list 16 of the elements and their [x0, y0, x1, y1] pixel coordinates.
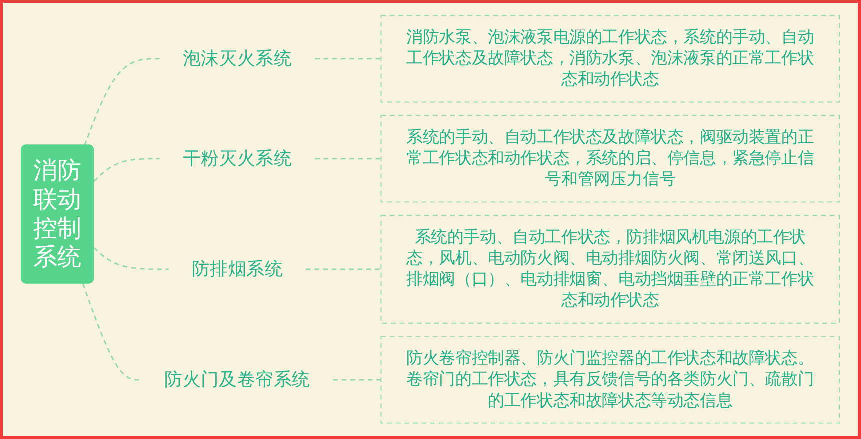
node-text: 干粉灭火系统	[182, 148, 292, 170]
connector	[94, 158, 160, 182]
connector	[306, 268, 382, 270]
node-box: 系统的手动、自动工作状态及故障状态，阀驱动装置的正常工作状态和动作状态，系统的启、停信息，紧急停止信号和管网压力信号	[380, 115, 840, 203]
node-box: 消防水泵、泡沫液泵电源的工作状态，系统的手动、自动工作状态及故障状态，消防水泵、泡沫液泵的正常工作状态和动作状态	[380, 15, 840, 103]
node-box: 防火卷帘控制器、防火门监控器的工作状态和故障状态。卷帘门的工作状态，具有反馈信号的各类防火门、疏散门的工作状态和故障状态等动态信息	[380, 336, 840, 424]
connector	[315, 158, 382, 160]
node-text: 泡沫灭火系统	[182, 48, 292, 70]
node-box: 系统的手动、自动工作状态，防排烟风机电源的工作状态，风机、电动防火阀、电动排烟防火阀、常闭送风口、排烟阀（口）、电动排烟窗、电动挡烟垂壁的正常工作状态和动作状态	[380, 215, 840, 324]
node-text: 防火门及卷帘系统	[164, 369, 310, 390]
connector	[333, 379, 382, 381]
connector	[84, 58, 160, 146]
connector	[315, 58, 382, 60]
connector	[82, 283, 142, 381]
node-text: 防排烟系统	[192, 258, 283, 280]
connector	[94, 247, 169, 270]
